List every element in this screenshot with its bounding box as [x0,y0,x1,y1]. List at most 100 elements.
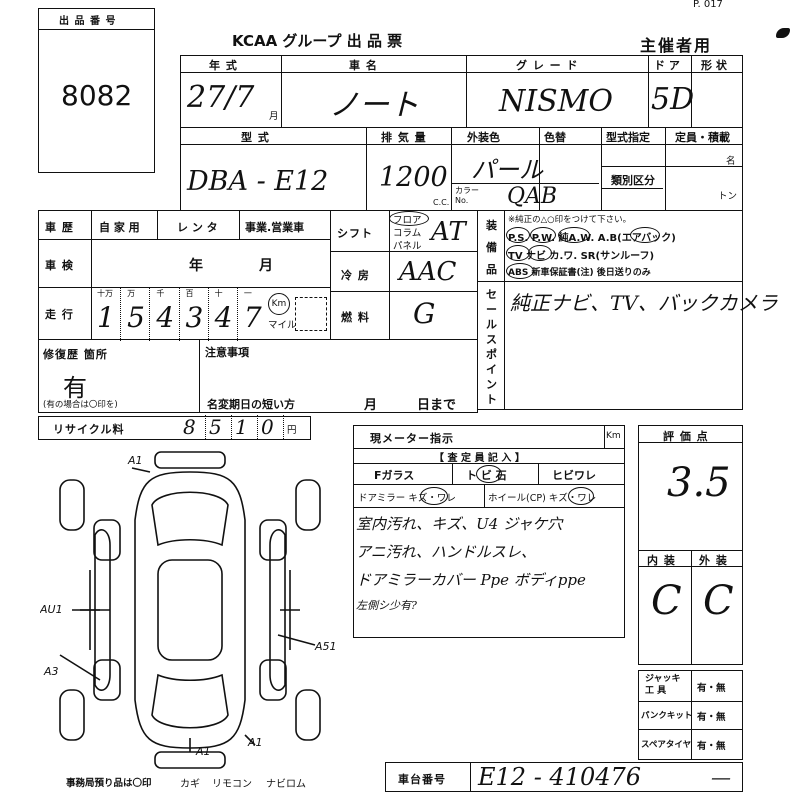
mark-a1-rear-right: A1 [247,736,263,749]
odometer-place-label: 万 [127,289,136,298]
chassis-dash: — [711,765,731,789]
mileage-box [295,297,327,331]
ac-label: 冷 房 [341,269,370,282]
wheel-label: ホイール(CP) キズ・ワレ [488,493,597,504]
lot-number-label: 出 品 番 号 [59,16,117,27]
interior-grade: C [651,578,682,624]
grade-value: NISMO [499,84,613,119]
inspector-note-2: アニ汚れ、ハンドルスレ、 [356,543,536,561]
mark-a51-right: A51 [314,640,337,653]
car-damage-diagram: A1 AU1 A3 A51 A1 A1 [40,451,337,769]
recycle-digit: 1 [235,415,258,439]
odometer-place-label: 千 [156,289,165,298]
tv-circle [506,245,530,261]
sales-point-text: 純正ナビ、TV、バックカメラ [510,291,778,315]
meter-row: 現メーター指示 Km [353,425,625,449]
ps-circle [506,227,530,243]
model-label: 型 式 [241,131,270,144]
chassis-row: 車台番号 E12 - 410476 — [385,762,743,792]
equipment-label: 装 備 品 [486,219,498,276]
deadline-day: 日まで [417,398,457,413]
wheel-scratch-circle [568,487,594,505]
shift-column: コラム [393,228,422,239]
doors-value: 5D [651,82,695,117]
lot-number-box: 出 品 番 号 8082 [38,8,155,173]
fuel-label: 燃 料 [341,311,370,324]
crack-label: ヒビワレ [552,469,596,482]
odometer-digit: 7 [243,301,262,334]
meter-unit: Km [606,431,621,441]
odometer-digit: 4 [214,301,233,334]
ton-unit: トン [718,191,738,202]
odometer-cell: 十万 1 [91,287,120,341]
doors-label: ド ア [654,59,680,72]
history-label: 車 歴 [45,221,74,234]
repair-note: (有の場合は〇印を) [43,400,118,410]
inspector-note-1: 室内汚れ、キズ、U4 ジャケ穴 [356,515,563,533]
chassis-value: E12 - 410476 [478,763,642,791]
row-year-name-grade: 年 式 車 名 グ レ ー ド ド ア 形 状 27/7 月 ノート NISMO… [180,55,743,128]
displacement-label: 排 気 量 [381,131,427,144]
ac-value: AAC [399,257,457,287]
exterior-label: 外 装 [699,554,728,567]
cc-unit: C.C. [433,198,450,207]
office-item-remote: リモコン [212,779,252,790]
score-value: 3.5 [667,460,731,506]
recycle-digit: 0 [261,415,284,439]
recycle-digit: 8 [183,415,206,439]
class-label: 類別区分 [611,174,655,187]
car-name-label: 車 名 [349,59,378,72]
exterior-color-label: 外装色 [467,131,500,144]
shift-panel: パネル [393,241,422,252]
year-value: 27/7 [187,80,255,115]
inspector-label: 【 査 定 員 記 入 】 [434,453,525,464]
color-number-value: QAB [507,184,558,209]
color-number-label: カラーNo. [455,186,479,205]
shift-floor-circle [389,211,429,226]
history-private: 自 家 用 [99,221,140,234]
odometer-digit: 5 [127,301,145,334]
recycle-digit: 5 [209,415,232,439]
mark-a1-front: A1 [127,454,143,467]
tools-block: ジャッキ 工 具 有・無 パンクキット 有・無 スペアタイヤ 有・無 [638,670,743,760]
odometer-place-label: 十万 [97,289,113,298]
car-name-value: ノート [329,88,419,123]
exterior-grade: C [703,578,734,624]
displacement-value: 1200 [379,162,448,193]
registration-deadline-label: 名変期日の短い方 [207,398,295,411]
model-value: DBA - E12 [187,166,329,197]
page-corner-mark: P. 017 [693,0,723,10]
odometer-place-label: 一 [243,289,252,298]
mark-a1-rear: A1 [195,745,211,758]
odometer-digit: 4 [156,301,175,334]
navi-circle [528,245,552,261]
meter-label: 現メーター指示 [370,432,454,445]
persons-unit: 名 [726,156,736,167]
mileage-label: 走 行 [45,308,74,321]
spare-yes-no: 有・無 [697,741,726,752]
notes-label: 注意事項 [205,346,249,359]
inspection-label: 車 検 [45,259,74,272]
office-items-label: 事務局預り品は〇印 [66,778,152,789]
office-item-key: カギ [180,779,200,790]
shift-ac-fuel-block: シフト フロア コラム パネル AT 冷 房 AAC 燃 料 G [330,210,478,340]
history-rental: レ ン タ [177,221,218,234]
equipment-note: ※純正の△○印をつけて下さい。 [508,215,632,225]
inspector-note-4: 左側シ少有? [356,599,417,612]
lot-number-value: 8082 [61,79,133,112]
equipment-line-3: ABS 新車保証書(注) 後日送りのみ [508,268,651,278]
puncture-kit-label: パンクキット [641,711,693,721]
inspector-block: 【 査 定 員 記 入 】 Fガラス ト ビ 石 ヒビワレ ドアミラー キズ・ワ… [353,448,625,638]
odometer-digit: 1 [97,301,115,334]
history-commercial: 事業.営業車 [245,221,305,234]
equipment-line-1: P.S. P.W. 純A.W. A.B(エアバック) [508,233,676,244]
km-option-circled: Km [268,293,290,315]
interior-label: 内 装 [647,554,676,567]
mark-a3-left: A3 [43,665,59,678]
odometer-place-label: 百 [185,289,194,298]
inspector-note-3: ドアミラーカバー Ppe ボディppe [356,571,586,589]
sales-point-label: セールスポイント [486,288,498,406]
